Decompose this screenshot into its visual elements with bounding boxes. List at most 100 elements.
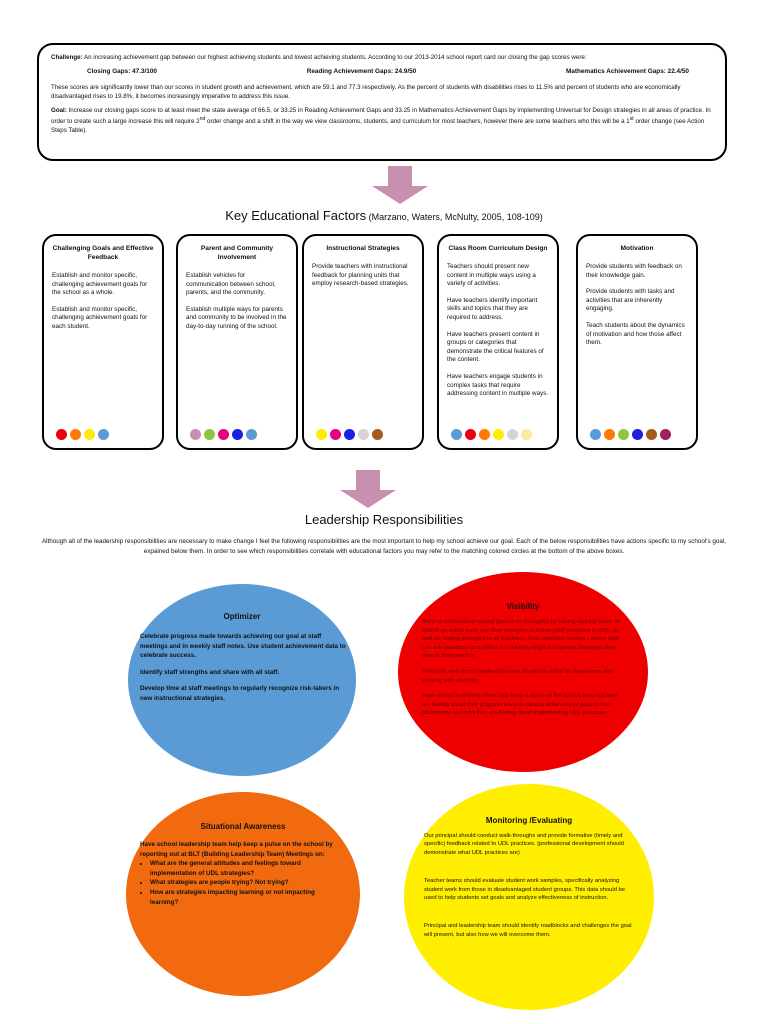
monitoring-item: Principal and leadership team should ide… (424, 923, 632, 938)
factor-item: Provide students with tasks and activiti… (586, 288, 675, 313)
color-dot-icon (493, 429, 504, 440)
color-dot-icon (56, 429, 67, 440)
color-dot-icon (204, 429, 215, 440)
factor-item: Provide students with feedback on their … (586, 263, 682, 279)
factor-item: Establish vehicles for communication bet… (186, 272, 276, 297)
situational-body: Have school leadership team help keep a … (140, 840, 344, 907)
color-dot-icon (479, 429, 490, 440)
situational-intro: Have school leadership team help keep a … (140, 841, 333, 858)
color-dot-icon (521, 429, 532, 440)
situational-bullet: How are strategies impacting learning or… (150, 888, 344, 907)
color-dot-icon (590, 429, 601, 440)
goal-superscript-nd: nd (199, 116, 206, 122)
challenge-text: An increasing achievement gap between ou… (82, 54, 587, 61)
monitoring-body: Our principal should conduct walk-throug… (424, 832, 634, 946)
visibility-ellipse: Visibility Build on professional capital… (398, 572, 648, 772)
situational-title: Situational Awareness (200, 822, 286, 831)
color-dot-icon (84, 429, 95, 440)
color-dots (316, 429, 383, 440)
scores-paragraph: These scores are significantly lower tha… (51, 84, 681, 100)
optimizer-item: Celebrate progress made towards achievin… (140, 633, 346, 660)
color-dot-icon (344, 429, 355, 440)
color-dot-icon (218, 429, 229, 440)
color-dots (190, 429, 257, 440)
goal-text-part-1: Increase our closing gaps score to at le… (51, 107, 711, 126)
color-dot-icon (507, 429, 518, 440)
color-dot-icon (660, 429, 671, 440)
factors-heading-text: Key Educational Factors (225, 208, 367, 223)
color-dot-icon (232, 429, 243, 440)
gap-scores-row: Closing Gaps: 47.3/100 Reading Achieveme… (51, 67, 713, 76)
factor-card-curriculum-design: Class Room Curriculum Design Teachers sh… (437, 234, 559, 450)
down-arrow-icon (340, 470, 396, 510)
visibility-body: Build on professional capital (based on … (422, 618, 622, 725)
color-dot-icon (451, 429, 462, 440)
factor-item: Have teachers engage students in complex… (447, 372, 549, 398)
situational-bullet: What are the general attitudes and feeli… (150, 859, 344, 878)
leadership-heading: Leadership Responsibilities (304, 512, 464, 527)
factor-card-title: Instructional Strategies (326, 245, 400, 252)
optimizer-ellipse: Optimizer Celebrate progress made toward… (128, 584, 356, 776)
visibility-item: Have school leadership team help keep a … (422, 693, 618, 717)
optimizer-item: Identify staff strengths and share with … (140, 668, 280, 676)
closing-gaps-score: Closing Gaps: 47.3/100 (87, 68, 157, 75)
factor-item: Teach students about the dynamics of mot… (586, 321, 685, 347)
color-dot-icon (330, 429, 341, 440)
color-dots (56, 429, 109, 440)
factor-card-title: Challenging Goals and Effective Feedback (52, 245, 154, 261)
goal-paragraph: Goal: Increase our closing gaps score to… (51, 106, 713, 135)
down-arrow-icon (372, 166, 428, 206)
color-dot-icon (98, 429, 109, 440)
factor-card-body: Teachers should present new content in m… (447, 263, 549, 399)
factor-item: Teachers should present new content in m… (447, 263, 536, 288)
factor-card-title: Motivation (620, 245, 654, 252)
math-gaps-score: Mathematics Achievement Gaps: 22.4/50 (565, 68, 689, 75)
factor-item: Have teachers identify important skills … (447, 296, 538, 321)
leadership-intro: Although all of the leadership responsib… (41, 538, 727, 555)
factor-card-parent-community: Parent and Community Involvement Establi… (176, 234, 298, 450)
challenge-goal-box: Challenge: An increasing achievement gap… (37, 43, 727, 161)
monitoring-item: Our principal should conduct walk-throug… (424, 833, 624, 856)
factor-item: Provide teachers with instructional feed… (312, 263, 409, 288)
color-dot-icon (190, 429, 201, 440)
factors-heading: Key Educational Factors (Marzano, Waters… (0, 208, 768, 223)
factor-card-motivation: Motivation Provide students with feedbac… (576, 234, 698, 450)
goal-text-part-3: order change (see Action Steps Table). (51, 118, 705, 135)
factor-card-goals-feedback: Challenging Goals and Effective Feedback… (42, 234, 164, 450)
factor-card-title: Class Room Curriculum Design (448, 245, 548, 252)
goal-label: Goal: (51, 107, 67, 114)
factor-card-body: Establish vehicles for communication bet… (186, 272, 288, 332)
challenge-paragraph: Challenge: An increasing achievement gap… (51, 53, 713, 62)
monitoring-evaluating-ellipse: Monitoring /Evaluating Our principal sho… (404, 784, 654, 1010)
goal-text-part-2: order change and a shift in the way we v… (205, 118, 630, 126)
color-dot-icon (632, 429, 643, 440)
color-dots (590, 429, 671, 440)
factor-card-instructional-strategies: Instructional Strategies Provide teacher… (302, 234, 424, 450)
goal-superscript-st: st (629, 116, 634, 122)
factor-card-title: Parent and Community Involvement (200, 245, 274, 261)
visibility-item: Build on professional capital (based on … (422, 619, 621, 660)
situational-awareness-ellipse: Situational Awareness Have school leader… (126, 792, 360, 996)
challenge-label: Challenge: (51, 54, 83, 61)
optimizer-title: Optimizer (223, 612, 261, 621)
color-dot-icon (358, 429, 369, 440)
color-dot-icon (70, 429, 81, 440)
color-dot-icon (618, 429, 629, 440)
visibility-title: Visibility (506, 602, 540, 611)
monitoring-title: Monitoring /Evaluating (485, 816, 573, 825)
factor-item: Establish and monitor specific, challeng… (52, 305, 148, 330)
situational-bullet-list: What are the general attitudes and feeli… (140, 859, 344, 907)
optimizer-body: Celebrate progress made towards achievin… (140, 632, 350, 711)
factor-item: Establish multiple ways for parents and … (186, 305, 287, 330)
factor-item: Have teachers present content in groups … (447, 330, 544, 364)
factor-card-body: Provide students with feedback on their … (586, 263, 688, 348)
color-dot-icon (372, 429, 383, 440)
reading-gaps-score: Reading Achievement Gaps: 24.9/50 (306, 68, 417, 75)
factors-citation: (Marzano, Waters, McNulty, 2005, 108-109… (366, 212, 543, 222)
situational-bullet: What strategies are people trying? Not t… (150, 878, 344, 888)
color-dot-icon (465, 429, 476, 440)
color-dot-icon (604, 429, 615, 440)
optimizer-item: Develop time at staff meetings to regula… (140, 685, 340, 702)
factor-item: Establish and monitor specific, challeng… (52, 272, 148, 297)
color-dots (451, 429, 532, 440)
